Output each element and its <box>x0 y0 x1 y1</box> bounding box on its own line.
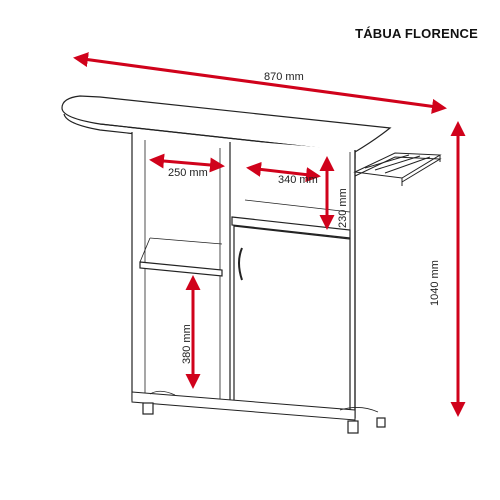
cabinet-door <box>233 225 351 417</box>
label-left-niche-width: 250 mm <box>168 167 208 179</box>
arrow-total-width <box>73 52 447 114</box>
arrow-left-niche-width <box>149 153 225 173</box>
iron-rest-rack <box>353 152 442 186</box>
furniture <box>61 95 442 434</box>
door-handle <box>238 247 243 281</box>
product-title: TÁBUA FLORENCE <box>355 26 478 41</box>
left-shelf <box>139 261 223 277</box>
label-left-niche-height: 380 mm <box>181 324 193 364</box>
foot-front-right <box>347 420 359 434</box>
dimension-arrows <box>73 52 466 417</box>
cabinet-base <box>131 391 356 421</box>
label-right-niche-height: 230 mm <box>337 188 349 228</box>
foot-back-right <box>376 417 386 428</box>
label-total-height: 1040 mm <box>429 260 441 306</box>
arrow-right-niche-width <box>246 161 321 183</box>
label-total-width: 870 mm <box>264 71 304 83</box>
label-right-niche-width: 340 mm <box>278 174 318 186</box>
foot-front-left <box>142 402 154 415</box>
